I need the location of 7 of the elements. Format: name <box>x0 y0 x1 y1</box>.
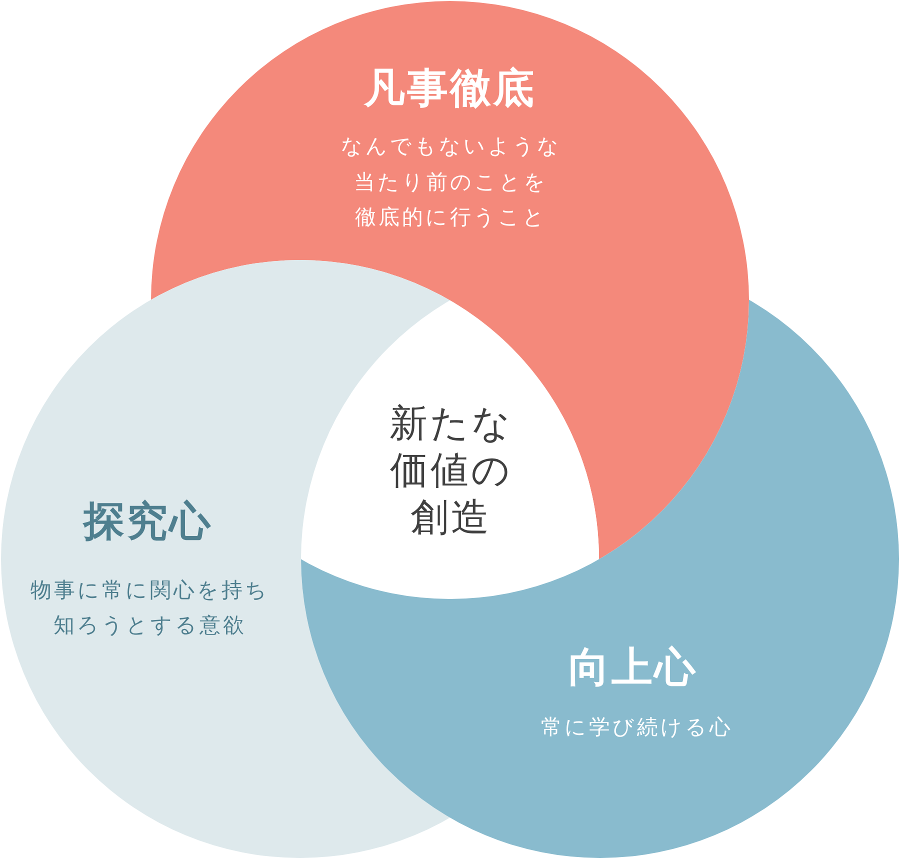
circle-title: 探究心 <box>84 497 212 545</box>
circle-title: 凡事徹底 <box>364 64 536 112</box>
circle-description: なんでもないような当たり前のことを徹底的に行うこと <box>340 133 562 232</box>
center-label: 新たな価値の創造 <box>389 400 513 540</box>
circle-title: 向上心 <box>568 643 698 691</box>
circle-description: 物事に常に関心を持ち知ろうとする意欲 <box>30 576 270 638</box>
circle-description: 常に学び続ける心 <box>541 714 733 740</box>
